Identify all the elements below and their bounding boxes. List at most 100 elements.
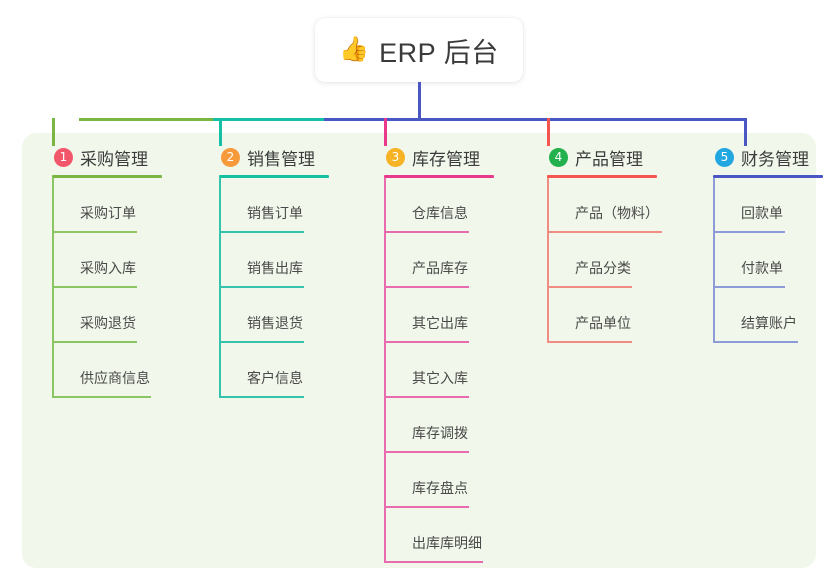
leaf-node[interactable]: 仓库信息	[384, 178, 494, 233]
column-items-product-management: 产品（物料） 产品分类产品单位	[547, 178, 662, 343]
leaf-label: 产品库存	[412, 260, 468, 276]
column-title: 采购管理	[80, 149, 148, 169]
column-header-rule	[219, 175, 329, 178]
leaf-label: 销售退货	[247, 315, 303, 331]
leaf-rule	[384, 506, 469, 508]
leaf-rule	[713, 286, 785, 288]
drop-inventory	[384, 118, 387, 146]
leaf-node[interactable]: 产品库存	[384, 233, 494, 288]
leaf-label: 销售订单	[247, 205, 303, 221]
column-title: 库存管理	[412, 149, 480, 169]
segment-green	[79, 118, 213, 121]
leaf-rule	[219, 341, 304, 343]
column-spine	[384, 178, 386, 563]
leaf-node[interactable]: 库存盘点	[384, 453, 494, 508]
leaf-rule	[713, 341, 798, 343]
leaf-node[interactable]: 采购退货	[52, 288, 162, 343]
leaf-label: 其它入库	[412, 370, 468, 386]
leaf-node[interactable]: 回款单	[713, 178, 823, 233]
column-spine	[219, 178, 221, 398]
leaf-rule	[547, 231, 662, 233]
leaf-label: 库存盘点	[412, 480, 468, 496]
leaf-node[interactable]: 产品单位	[547, 288, 657, 343]
column-header-product-management[interactable]: 4 产品管理	[531, 144, 657, 170]
leaf-node[interactable]: 其它入库	[384, 343, 494, 398]
leaf-rule	[52, 231, 137, 233]
leaf-rule	[219, 231, 304, 233]
drop-product	[547, 118, 550, 146]
segment-teal	[213, 118, 324, 121]
column-items-sales-management: 销售订单销售出库销售退货客户信息	[219, 178, 329, 398]
drop-sales	[219, 118, 222, 146]
column-purchase-management: 1 采购管理采购订单采购入库采购退货供应商信息	[36, 144, 162, 398]
leaf-rule	[384, 396, 469, 398]
column-header-rule	[52, 175, 162, 178]
leaf-node[interactable]: 付款单	[713, 233, 823, 288]
leaf-label: 客户信息	[247, 370, 303, 386]
column-header-purchase-management[interactable]: 1 采购管理	[36, 144, 162, 170]
leaf-node[interactable]: 结算账户	[713, 288, 823, 343]
badge-number-icon: 1	[54, 147, 73, 167]
leaf-rule	[52, 286, 137, 288]
root-title: ERP 后台	[379, 37, 499, 68]
leaf-node[interactable]: 销售订单	[219, 178, 329, 233]
column-header-rule	[384, 175, 494, 178]
leaf-node[interactable]: 销售退货	[219, 288, 329, 343]
leaf-rule	[219, 286, 304, 288]
root-trunk-connector	[418, 82, 421, 121]
badge-number-icon: 5	[715, 147, 734, 167]
leaf-node[interactable]: 供应商信息	[52, 343, 162, 398]
leaf-node[interactable]: 销售出库	[219, 233, 329, 288]
leaf-rule	[547, 286, 632, 288]
leaf-node[interactable]: 产品分类	[547, 233, 657, 288]
thumbs-up-icon: 👍	[339, 36, 370, 63]
column-title: 销售管理	[247, 149, 315, 169]
column-header-inventory-management[interactable]: 3 库存管理	[368, 144, 494, 170]
leaf-label: 结算账户	[741, 315, 797, 331]
column-items-inventory-management: 仓库信息产品库存其它出库其它入库库存调拨库存盘点出库库明细	[384, 178, 494, 563]
leaf-rule	[547, 341, 632, 343]
leaf-node[interactable]: 采购订单	[52, 178, 162, 233]
leaf-label: 供应商信息	[80, 370, 150, 386]
column-spine	[52, 178, 54, 398]
drop-purchase	[52, 118, 55, 146]
leaf-node[interactable]: 库存调拨	[384, 398, 494, 453]
leaf-rule	[52, 341, 137, 343]
column-header-sales-management[interactable]: 2 销售管理	[203, 144, 329, 170]
leaf-node[interactable]: 客户信息	[219, 343, 329, 398]
leaf-label: 产品分类	[575, 260, 631, 276]
leaf-label: 产品（物料）	[575, 205, 659, 221]
badge-number-icon: 3	[386, 147, 405, 167]
root-node[interactable]: 👍 ERP 后台	[315, 18, 523, 82]
leaf-node[interactable]: 其它出库	[384, 288, 494, 343]
leaf-label: 销售出库	[247, 260, 303, 276]
column-title: 产品管理	[575, 149, 643, 169]
leaf-label: 采购退货	[80, 315, 136, 331]
column-spine	[547, 178, 549, 343]
badge-number-icon: 2	[221, 147, 240, 167]
badge-number-icon: 4	[549, 147, 568, 167]
column-spine	[713, 178, 715, 343]
leaf-label: 库存调拨	[412, 425, 468, 441]
leaf-rule	[384, 231, 469, 233]
leaf-rule	[219, 396, 304, 398]
leaf-rule	[52, 396, 151, 398]
leaf-node[interactable]: 出库库明细	[384, 508, 494, 563]
column-header-rule	[713, 175, 823, 178]
leaf-label: 付款单	[741, 260, 783, 276]
leaf-node[interactable]: 采购入库	[52, 233, 162, 288]
diagram-panel-background	[22, 133, 816, 568]
leaf-node[interactable]: 产品（物料）	[547, 178, 662, 233]
leaf-rule	[384, 451, 469, 453]
leaf-rule	[384, 341, 469, 343]
leaf-label: 回款单	[741, 205, 783, 221]
leaf-label: 采购入库	[80, 260, 136, 276]
column-items-finance-management: 回款单付款单结算账户	[713, 178, 823, 343]
leaf-label: 采购订单	[80, 205, 136, 221]
leaf-rule	[384, 286, 469, 288]
column-product-management: 4 产品管理产品（物料） 产品分类产品单位	[531, 144, 662, 343]
drop-finance	[744, 118, 747, 146]
column-inventory-management: 3 库存管理仓库信息产品库存其它出库其它入库库存调拨库存盘点出库库明细	[368, 144, 494, 563]
